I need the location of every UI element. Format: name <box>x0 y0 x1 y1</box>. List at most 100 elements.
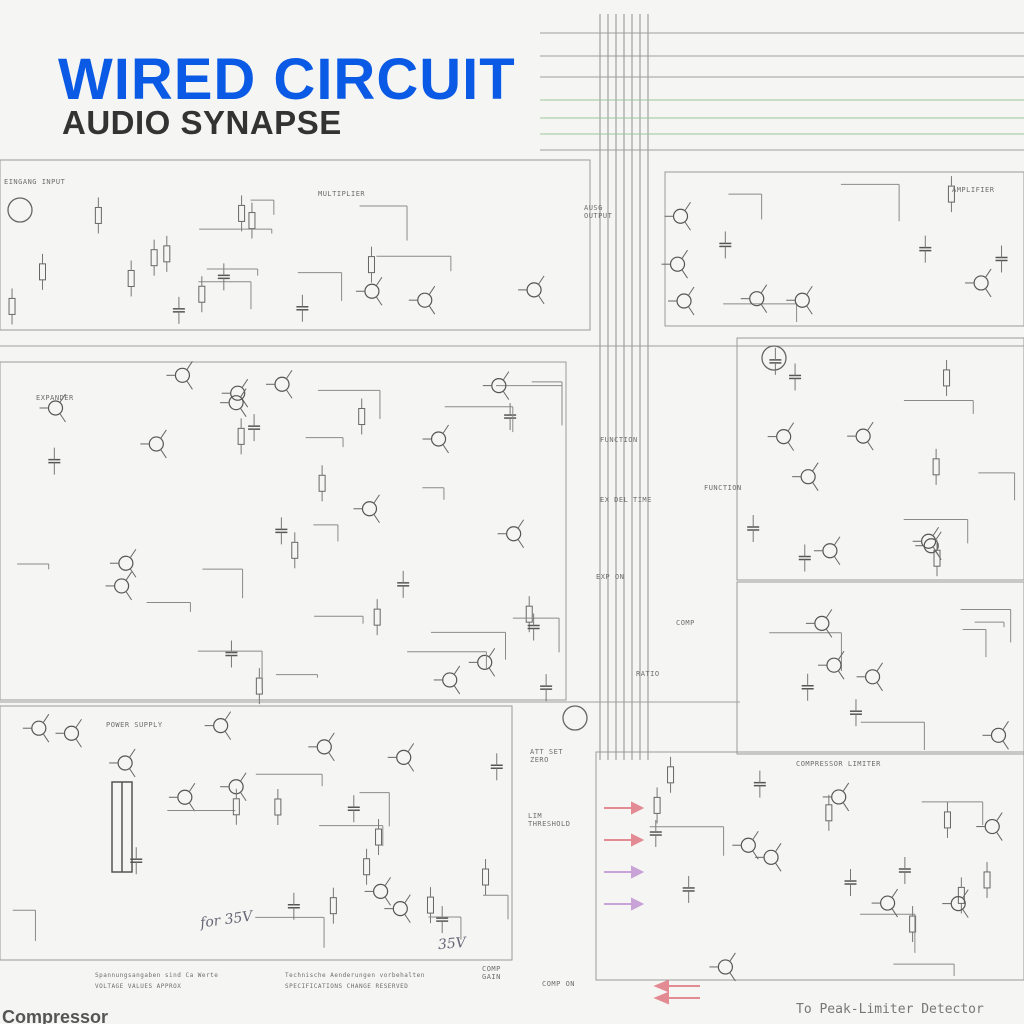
transistor-symbol <box>213 718 229 734</box>
schematic-wire <box>876 662 883 673</box>
schematic-wire <box>327 751 335 762</box>
schematic-wire <box>842 782 850 793</box>
transistor-symbol <box>776 429 792 445</box>
transistor-symbol <box>990 727 1007 743</box>
resistor-symbol <box>653 796 661 814</box>
schematic-wire <box>241 378 249 389</box>
transistor-symbol <box>372 883 389 899</box>
section-border <box>736 581 1024 755</box>
schematic-wire <box>239 407 247 417</box>
transistor-symbol <box>274 376 290 392</box>
schematic-wire <box>1002 740 1009 750</box>
schematic-wire <box>59 412 66 423</box>
resistor-symbol <box>274 798 282 816</box>
schematic-wire <box>684 202 691 212</box>
resistor-symbol <box>255 677 263 695</box>
schematic-wire <box>239 388 247 398</box>
transistor-symbol <box>148 436 164 452</box>
resistor-symbol <box>232 798 240 816</box>
section-border <box>0 361 567 701</box>
label-comp-gain: COMP GAIN <box>482 965 501 981</box>
label-peak-limiter: To Peak-Limiter Detector <box>796 1002 984 1017</box>
transistor-symbol <box>669 256 686 272</box>
schematic-wire <box>760 284 768 294</box>
schematic-wire <box>687 305 695 316</box>
transistor-symbol <box>361 501 378 517</box>
resistor-symbol <box>238 204 246 222</box>
schematic-wire <box>188 801 196 812</box>
schematic-wire <box>407 762 415 772</box>
schematic-wire <box>373 494 380 505</box>
schematic-wire <box>239 772 247 783</box>
schematic-wire <box>502 371 510 381</box>
label-function-2: FUNCTION <box>704 484 742 492</box>
transistor-symbol <box>118 555 134 571</box>
schematic-wire <box>891 907 899 918</box>
resistor-symbol <box>373 608 381 626</box>
connector-symbol <box>7 197 33 223</box>
schematic-wire <box>811 481 819 491</box>
transistor-symbol <box>31 720 47 736</box>
transistor-symbol <box>117 755 133 771</box>
resistor-symbol <box>667 766 675 784</box>
transistor-symbol <box>63 725 80 741</box>
label-function-1: FUNCTION <box>600 436 638 444</box>
schematic-wire <box>984 287 992 298</box>
schematic-wire <box>129 548 137 559</box>
schematic-wire <box>1002 721 1009 731</box>
schematic-wire <box>442 443 449 454</box>
schematic-wire <box>825 609 833 619</box>
schematic-wire <box>961 889 969 899</box>
schematic-wire <box>774 862 782 872</box>
resistor-symbol <box>426 896 434 914</box>
transistor-symbol <box>717 959 733 975</box>
transistor-symbol <box>672 208 689 224</box>
schematic-wire <box>728 952 736 963</box>
section-border <box>0 705 513 961</box>
transistor-symbol <box>506 526 522 542</box>
signal-arrow <box>604 865 645 879</box>
album-title: WIRED CIRCUIT <box>58 47 516 112</box>
schematic-wire <box>129 567 137 578</box>
section-border <box>664 171 1024 327</box>
label-comp-on: COMP ON <box>542 980 576 988</box>
schematic-wire <box>453 665 461 676</box>
resistor-symbol <box>291 541 299 559</box>
handwritten-35v: 35V <box>437 934 467 954</box>
transistor-symbol <box>477 654 493 670</box>
schematic-wire <box>188 782 196 793</box>
schematic-wire <box>728 971 736 982</box>
label-comp: COMP <box>676 619 695 627</box>
resistor-symbol <box>163 245 171 263</box>
schematic-wire <box>42 713 50 724</box>
schematic-wire <box>75 718 82 729</box>
transistor-symbol <box>526 282 542 298</box>
schematic-wire <box>442 424 449 435</box>
transistor-symbol <box>47 400 64 416</box>
schematic-wire <box>239 791 247 802</box>
schematic-wire <box>186 380 193 390</box>
schematic-wire <box>787 422 795 432</box>
schematic-wire <box>833 555 841 566</box>
schematic-wire <box>42 732 50 743</box>
schematic-wire <box>517 538 525 549</box>
transistor-symbol <box>417 292 433 308</box>
resistor-symbol <box>482 868 490 886</box>
schematic-wire <box>934 531 942 542</box>
schematic-wire <box>59 393 66 404</box>
schematic-wire <box>384 877 392 887</box>
schematic-wire <box>428 285 436 296</box>
schematic-wire <box>537 294 545 305</box>
resistor-symbol <box>150 249 158 267</box>
transistor-symbol <box>430 431 447 447</box>
transistor-symbol <box>676 293 692 309</box>
schematic-wire <box>687 286 695 297</box>
label-ex-del-time: EX DEL TIME <box>600 496 652 504</box>
schematic-wire <box>833 536 841 547</box>
schematic-wire <box>837 650 845 661</box>
signal-arrow <box>653 991 700 1005</box>
schematic-wire <box>428 304 436 315</box>
transistor-symbol <box>826 657 842 673</box>
schematic-wire <box>502 390 510 400</box>
